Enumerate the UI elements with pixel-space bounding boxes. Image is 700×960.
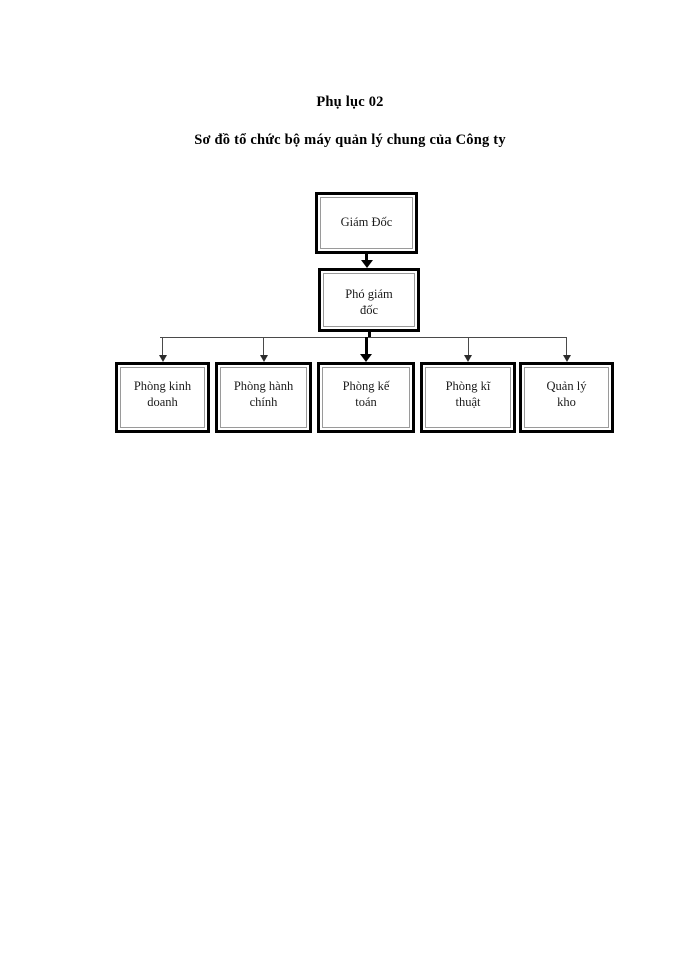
- org-node-giam-doc[interactable]: Giám Đốc: [315, 192, 418, 254]
- arrowhead-phong-ke-toan: [360, 354, 372, 362]
- org-node-frame: Phòng kinh doanh: [120, 367, 205, 428]
- org-node-label: Phòng kĩ thuật: [445, 379, 491, 409]
- org-node-frame: Phó giám đốc: [323, 273, 415, 327]
- connector-giam-doc-to-pho-giam-doc: [365, 254, 368, 263]
- connector-drop-phong-ki-thuat: [467, 337, 469, 357]
- org-node-label: Phòng kế toán: [342, 379, 390, 409]
- org-node-label: Giám Đốc: [340, 215, 393, 229]
- arrowhead-phong-hanh-chinh: [259, 355, 268, 362]
- org-node-label: Phòng kinh doanh: [133, 379, 192, 409]
- org-node-frame: Phòng kĩ thuật: [425, 367, 511, 428]
- org-node-frame: Phòng hành chính: [220, 367, 307, 428]
- org-node-phong-hanh-chinh[interactable]: Phòng hành chính: [215, 362, 312, 433]
- page-title: Phụ lục 02: [316, 94, 384, 110]
- connector-drop-quan-ly-kho: [566, 337, 567, 357]
- connector-horizontal-bus: [160, 337, 566, 338]
- org-node-frame: Giám Đốc: [320, 197, 413, 249]
- connector-drop-phong-ke-toan: [364, 337, 368, 356]
- org-node-phong-ki-thuat[interactable]: Phòng kĩ thuật: [420, 362, 516, 433]
- arrowhead-pho-giam-doc: [360, 260, 373, 268]
- org-node-frame: Quản lý kho: [524, 367, 609, 428]
- org-node-quan-ly-kho[interactable]: Quản lý kho: [519, 362, 614, 433]
- org-node-pho-giam-doc[interactable]: Phó giám đốc: [318, 268, 420, 332]
- org-node-label: Phó giám đốc: [345, 287, 393, 317]
- org-node-phong-ke-toan[interactable]: Phòng kế toán: [317, 362, 415, 433]
- connector-drop-phong-kinh-doanh: [162, 337, 163, 357]
- org-node-frame: Phòng kế toán: [322, 367, 410, 428]
- connector-bus-feed: [367, 332, 371, 337]
- connector-drop-phong-hanh-chinh: [263, 337, 264, 357]
- org-node-label: Phòng hành chính: [233, 379, 294, 409]
- arrowhead-quan-ly-kho: [562, 355, 571, 362]
- arrowhead-phong-ki-thuat: [464, 355, 472, 362]
- org-node-phong-kinh-doanh[interactable]: Phòng kinh doanh: [115, 362, 210, 433]
- org-node-label: Quản lý kho: [546, 379, 587, 409]
- arrowhead-phong-kinh-doanh: [158, 355, 167, 362]
- page-subtitle: Sơ đồ tổ chức bộ máy quản lý chung của C…: [194, 132, 506, 148]
